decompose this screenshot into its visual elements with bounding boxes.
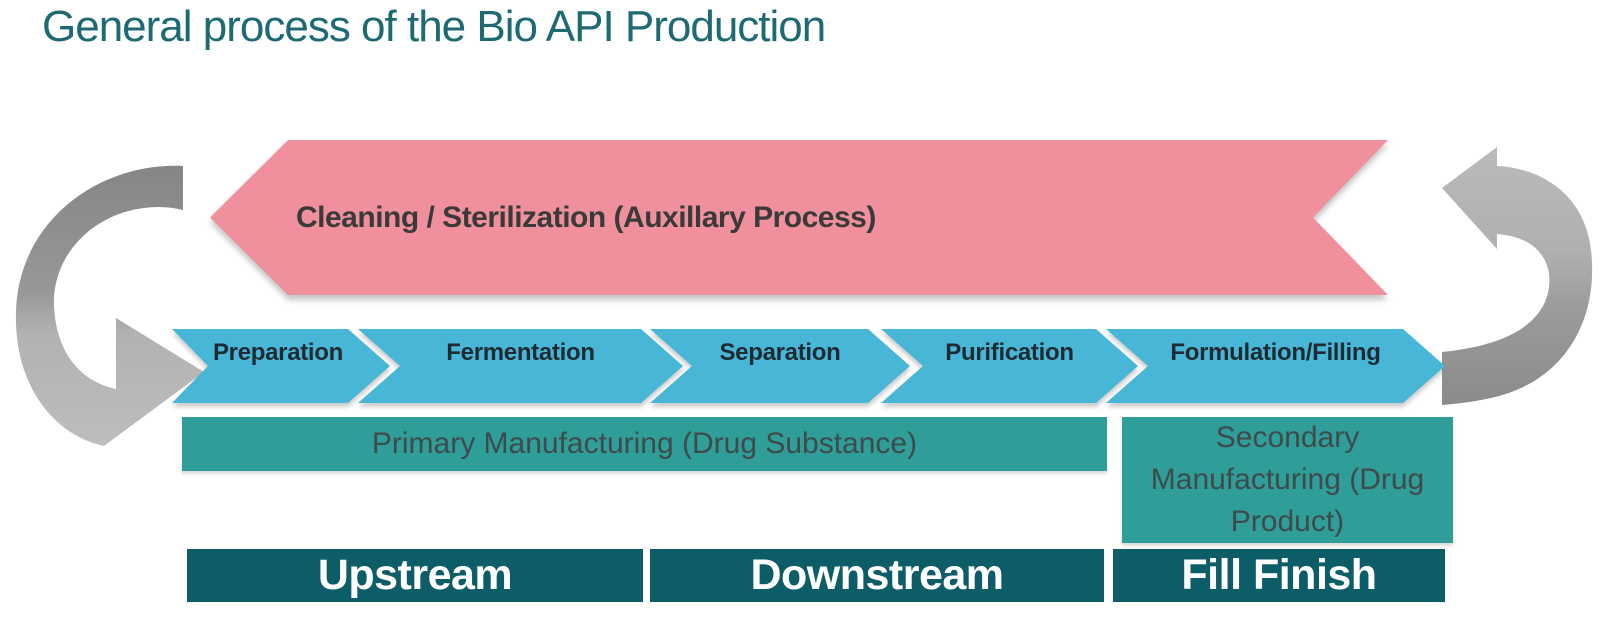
process-step-chevron-fermentation: Fermentation xyxy=(358,329,683,403)
process-step-label: Fermentation xyxy=(446,339,595,366)
page-title: General process of the Bio API Productio… xyxy=(42,2,826,51)
process-step-label: Preparation xyxy=(212,339,344,366)
secondary-manufacturing-label: Secondary Manufacturing (Drug Product) xyxy=(1150,421,1425,538)
primary-manufacturing-label: Primary Manufacturing (Drug Substance) xyxy=(371,427,918,460)
footer-bar-label: Upstream xyxy=(317,551,513,599)
auxiliary-process-arrow: Cleaning / Sterilization (Auxillary Proc… xyxy=(210,140,1388,295)
footer-bar-fill-finish: Fill Finish xyxy=(1113,549,1445,602)
auxiliary-banner-wrap: Cleaning / Sterilization (Auxillary Proc… xyxy=(210,140,1388,295)
process-steps-row: Preparation Fermentation Separation Puri… xyxy=(0,329,1608,403)
footer-bar-upstream: Upstream xyxy=(187,549,643,602)
auxiliary-process-label: Cleaning / Sterilization (Auxillary Proc… xyxy=(296,200,876,234)
process-step-label: Purification xyxy=(945,339,1074,366)
footer-bar-label: Fill Finish xyxy=(1181,551,1377,599)
process-step-label: Separation xyxy=(719,339,841,366)
cycle-arrow-right-icon xyxy=(1442,147,1593,405)
process-step-chevron-preparation: Preparation xyxy=(172,329,390,403)
footer-bar-downstream: Downstream xyxy=(650,549,1104,602)
process-step-chevron-separation: Separation xyxy=(650,329,910,403)
primary-manufacturing-bar: Primary Manufacturing (Drug Substance) xyxy=(182,417,1107,471)
footer-bar-label: Downstream xyxy=(750,551,1004,599)
process-step-chevron-purification: Purification xyxy=(881,329,1138,403)
process-step-chevron-formulation-filling: Formulation/Filling xyxy=(1106,329,1445,403)
process-step-label: Formulation/Filling xyxy=(1170,339,1381,366)
cycle-arrow-left-icon xyxy=(15,165,204,446)
secondary-manufacturing-box: Secondary Manufacturing (Drug Product) xyxy=(1122,417,1453,543)
